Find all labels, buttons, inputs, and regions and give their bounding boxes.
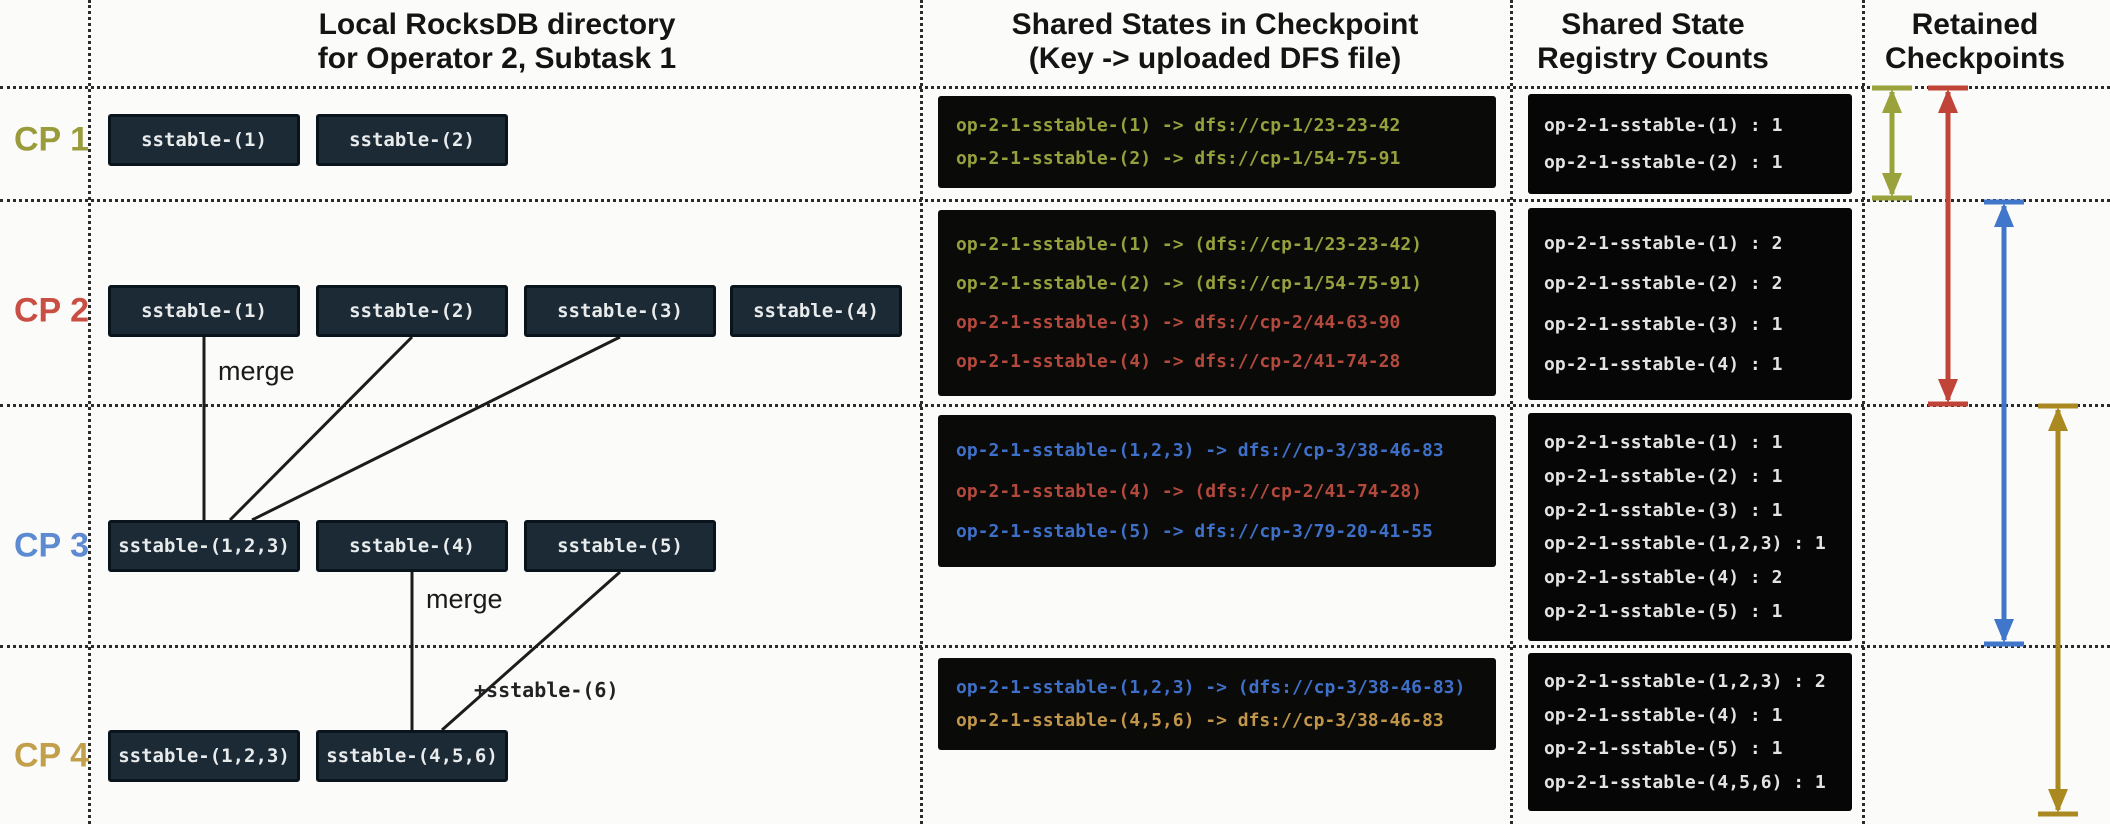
code-line: op-2-1-sstable-(1,2,3) -> dfs://cp-3/38-… <box>956 440 1444 462</box>
cp4-sstable-box-2: sstable-(4,5,6) <box>316 730 508 782</box>
row-divider-cp3-cp4 <box>0 645 2110 648</box>
registry-line: op-2-1-sstable-(4) : 2 <box>1544 567 1783 589</box>
registry-line: op-2-1-sstable-(3) : 1 <box>1544 313 1783 335</box>
header-registry-line2: Registry Counts <box>1537 42 1769 75</box>
cp4-shared-states-block: op-2-1-sstable-(1,2,3) -> (dfs://cp-3/38… <box>938 658 1496 750</box>
cp2-shared-states-block: op-2-1-sstable-(1) -> (dfs://cp-1/23-23-… <box>938 210 1496 396</box>
header-registry-line1: Shared State <box>1561 8 1745 41</box>
code-line: op-2-1-sstable-(1) -> dfs://cp-1/23-23-4… <box>956 114 1401 136</box>
added-sstable-label: +sstable-(6) <box>474 678 619 702</box>
code-line: op-2-1-sstable-(5) -> dfs://cp-3/79-20-4… <box>956 520 1433 542</box>
registry-line: op-2-1-sstable-(1,2,3) : 1 <box>1544 533 1826 555</box>
cp1-registry-block: op-2-1-sstable-(1) : 1 op-2-1-sstable-(2… <box>1528 94 1852 194</box>
header-shared-line2: (Key -> uploaded DFS file) <box>1028 42 1402 75</box>
header-shared-line1: Shared States in Checkpoint <box>1011 8 1419 41</box>
cp3-registry-block: op-2-1-sstable-(1) : 1 op-2-1-sstable-(2… <box>1528 413 1852 641</box>
header-shared-states: Shared States in Checkpoint (Key -> uplo… <box>1012 8 1419 76</box>
col-divider-shared-registry <box>1510 0 1513 824</box>
cp1-retention-arrow <box>1872 85 1912 201</box>
code-line: op-2-1-sstable-(2) -> (dfs://cp-1/54-75-… <box>956 273 1422 294</box>
cp4-registry-block: op-2-1-sstable-(1,2,3) : 2 op-2-1-sstabl… <box>1528 653 1852 811</box>
registry-line: op-2-1-sstable-(3) : 1 <box>1544 499 1783 521</box>
registry-line: op-2-1-sstable-(1,2,3) : 2 <box>1544 671 1826 693</box>
registry-line: op-2-1-sstable-(1) : 1 <box>1544 115 1783 137</box>
row-divider-cp1-cp2 <box>0 199 2110 202</box>
registry-line: op-2-1-sstable-(1) : 1 <box>1544 431 1783 453</box>
cp4-sstable-box-1: sstable-(1,2,3) <box>108 730 300 782</box>
cp4-retention-arrow <box>2038 403 2078 817</box>
header-registry-counts: Shared State Registry Counts <box>1537 8 1769 76</box>
header-local-rocksdb: Local RocksDB directory for Operator 2, … <box>318 8 676 76</box>
cp1-sstable-box-1: sstable-(1) <box>108 114 300 166</box>
cp3-sstable-box-2: sstable-(4) <box>316 520 508 572</box>
cp3-label: CP 3 <box>14 526 89 565</box>
registry-line: op-2-1-sstable-(1) : 2 <box>1544 233 1783 255</box>
code-line: op-2-1-sstable-(4) -> dfs://cp-2/41-74-2… <box>956 351 1401 372</box>
header-local-line1: Local RocksDB directory <box>318 8 676 41</box>
registry-line: op-2-1-sstable-(2) : 2 <box>1544 273 1783 295</box>
cp3-retention-arrow <box>1984 199 2024 647</box>
registry-line: op-2-1-sstable-(2) : 1 <box>1544 465 1783 487</box>
col-divider-registry-retained <box>1862 0 1865 824</box>
header-local-line2: for Operator 2, Subtask 1 <box>317 42 677 75</box>
cp2-registry-block: op-2-1-sstable-(1) : 2 op-2-1-sstable-(2… <box>1528 208 1852 400</box>
registry-line: op-2-1-sstable-(5) : 1 <box>1544 601 1783 623</box>
row-divider-header-cp1 <box>0 86 2110 89</box>
cp2-sstable-box-1: sstable-(1) <box>108 285 300 337</box>
col-divider-local-shared <box>920 0 923 824</box>
code-line: op-2-1-sstable-(4) -> (dfs://cp-2/41-74-… <box>956 480 1422 502</box>
cp1-sstable-box-2: sstable-(2) <box>316 114 508 166</box>
merge-label-cp2: merge <box>218 356 295 386</box>
registry-line: op-2-1-sstable-(5) : 1 <box>1544 738 1783 760</box>
registry-line: op-2-1-sstable-(4) : 1 <box>1544 353 1783 375</box>
header-retained-line1: Retained <box>1911 8 2039 41</box>
registry-line: op-2-1-sstable-(4,5,6) : 1 <box>1544 771 1826 793</box>
cp3-shared-states-block: op-2-1-sstable-(1,2,3) -> dfs://cp-3/38-… <box>938 415 1496 567</box>
cp2-label: CP 2 <box>14 291 89 330</box>
code-line: op-2-1-sstable-(4,5,6) -> dfs://cp-3/38-… <box>956 710 1444 732</box>
merge-label-cp3: merge <box>426 584 503 614</box>
code-line: op-2-1-sstable-(1) -> (dfs://cp-1/23-23-… <box>956 234 1422 255</box>
cp2-sstable-box-3: sstable-(3) <box>524 285 716 337</box>
cp3-sstable-box-1: sstable-(1,2,3) <box>108 520 300 572</box>
code-line: op-2-1-sstable-(3) -> dfs://cp-2/44-63-9… <box>956 312 1401 333</box>
code-line: op-2-1-sstable-(1,2,3) -> (dfs://cp-3/38… <box>956 676 1466 698</box>
cp2-sstable-box-4: sstable-(4) <box>730 285 902 337</box>
col-divider-labels-local <box>88 0 91 824</box>
cp3-sstable-box-3: sstable-(5) <box>524 520 716 572</box>
header-retained-line2: Checkpoints <box>1884 42 2066 75</box>
cp2-sstable-box-2: sstable-(2) <box>316 285 508 337</box>
cp1-label: CP 1 <box>14 120 89 159</box>
registry-line: op-2-1-sstable-(4) : 1 <box>1544 704 1783 726</box>
row-divider-cp2-cp3 <box>0 404 2110 407</box>
header-retained-checkpoints: Retained Checkpoints <box>1885 8 2065 76</box>
registry-line: op-2-1-sstable-(2) : 1 <box>1544 151 1783 173</box>
cp2-retention-arrow <box>1928 85 1968 407</box>
cp4-label: CP 4 <box>14 736 89 775</box>
cp1-shared-states-block: op-2-1-sstable-(1) -> dfs://cp-1/23-23-4… <box>938 96 1496 188</box>
code-line: op-2-1-sstable-(2) -> dfs://cp-1/54-75-9… <box>956 148 1401 170</box>
